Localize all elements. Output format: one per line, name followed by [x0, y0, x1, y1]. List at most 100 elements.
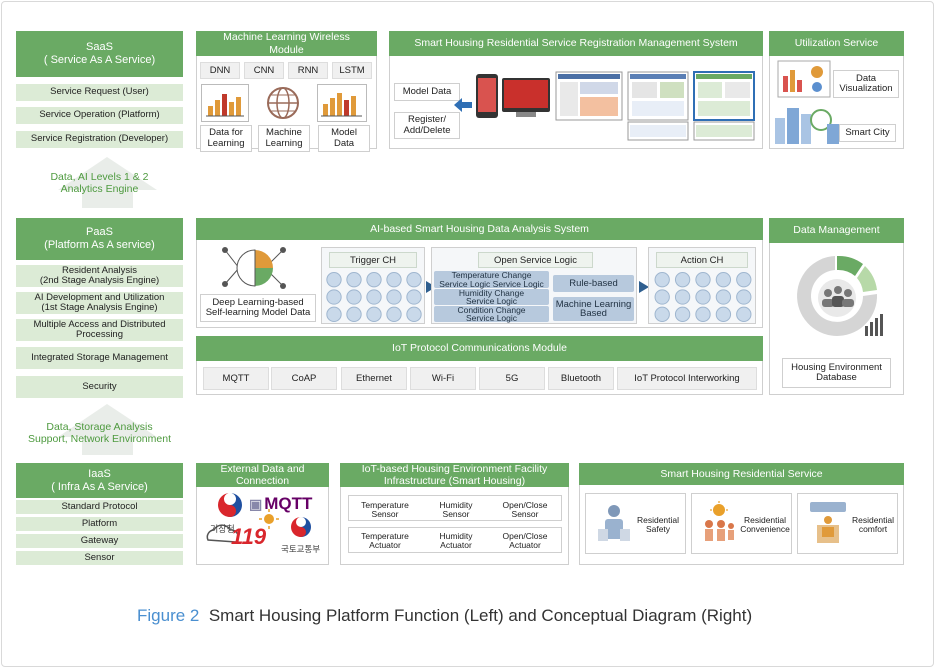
- up-arrow-icon: [58, 404, 157, 455]
- channel-icon: [406, 289, 422, 305]
- channel-icon: [386, 272, 402, 288]
- channel-icon: [715, 289, 732, 305]
- saas-item: Service Operation (Platform): [16, 107, 183, 124]
- model-data-label: Model Data: [394, 83, 460, 101]
- taegeuk-logo-icon: [216, 491, 244, 519]
- protocol-tag: Bluetooth: [548, 367, 614, 390]
- channel-icon: [715, 272, 732, 288]
- mqtt-logo: ▣MQTT: [249, 494, 313, 513]
- residential-card: [585, 493, 686, 554]
- channel-icon: [674, 272, 691, 288]
- protocol-tag: 5G: [479, 367, 545, 390]
- trigger-icons-grid: [326, 272, 422, 322]
- iaas-item: Sensor: [16, 551, 183, 565]
- saas-header: SaaS ( Service As A Service): [16, 31, 183, 77]
- paas-arrow-label: Data, Storage Analysis Support, Network …: [28, 421, 171, 446]
- channel-icon: [366, 289, 382, 305]
- residential-title: Smart Housing Residential Service: [579, 463, 904, 485]
- action-icons-grid: [654, 272, 752, 322]
- comfort-icon: [807, 500, 849, 546]
- channel-icon: [326, 306, 342, 322]
- channel-icon: [654, 272, 670, 288]
- paas-item: AI Development and Utilization(1st Stage…: [16, 292, 183, 314]
- channel-icon: [386, 306, 402, 322]
- iaas-title: IaaS: [88, 467, 111, 480]
- safety-icon: [596, 503, 632, 543]
- paas-item: Resident Analysis(2nd Stage Analysis Eng…: [16, 265, 183, 287]
- saas-item: Service Registration (Developer): [16, 131, 183, 148]
- bar-chart-icon: [201, 84, 249, 122]
- figure-number: Figure 2: [137, 606, 200, 625]
- saas-item: Service Request (User): [16, 84, 183, 101]
- figure-caption-text: Smart Housing Platform Function (Left) a…: [208, 606, 753, 625]
- protocol-tag: CoAP: [271, 367, 337, 390]
- iaas-item: Platform: [16, 517, 183, 531]
- database-ring-icon: [785, 250, 889, 342]
- trigger-label: Trigger CH: [329, 252, 417, 268]
- channel-icon: [366, 272, 382, 288]
- protocol-tag: Ethernet: [341, 367, 407, 390]
- channel-icon: [736, 306, 752, 322]
- kma-logo: [202, 520, 242, 550]
- data-mgmt-title: Data Management: [769, 218, 904, 243]
- pie-network-icon: [221, 244, 291, 292]
- sensor-row: [348, 495, 562, 521]
- saas-title: SaaS: [86, 41, 113, 54]
- analysis-title: AI-based Smart Housing Data Analysis Sys…: [196, 218, 763, 240]
- iaas-header: IaaS ( Infra As A Service): [16, 463, 183, 498]
- channel-icon: [715, 306, 732, 322]
- registration-title: Smart Housing Residential Service Regist…: [389, 31, 763, 56]
- channel-icon: [674, 306, 691, 322]
- channel-icon: [406, 306, 422, 322]
- channel-icon: [736, 289, 752, 305]
- channel-icon: [654, 289, 670, 305]
- rule-based-box: Rule-based: [553, 275, 634, 292]
- channel-icon: [736, 272, 752, 288]
- actuator-row: [348, 527, 562, 553]
- paas-header: PaaS (Platform As A service): [16, 218, 183, 260]
- protocol-tag: MQTT: [203, 367, 269, 390]
- convenience-icon: [699, 500, 739, 546]
- channel-icon: [386, 289, 402, 305]
- channel-icon: [674, 289, 691, 305]
- smart-city-label: Smart City: [839, 124, 896, 142]
- saas-arrow-label: Data, AI Levels 1 & 2 Analytics Engine: [50, 171, 149, 196]
- up-arrow-icon: [58, 157, 157, 208]
- channel-icon: [346, 289, 362, 305]
- kma-label: 기상청: [210, 524, 235, 534]
- devices-screenshot-icon: [472, 64, 758, 144]
- iot-title: IoT Protocol Communications Module: [196, 336, 763, 361]
- action-label: Action CH: [656, 252, 748, 268]
- molit-label: 국토교통부: [281, 544, 321, 554]
- channel-icon: [654, 306, 670, 322]
- open-logic-label: Open Service Logic: [478, 252, 593, 268]
- register-label: Register/Add/Delete: [394, 112, 460, 139]
- arrow-right-icon: [639, 281, 649, 293]
- channel-icon: [695, 289, 711, 305]
- fire-119-logo: 119: [231, 524, 267, 549]
- paas-item: Security: [16, 376, 183, 398]
- algo-tag: CNN: [244, 62, 284, 79]
- channel-icon: [695, 306, 711, 322]
- figure-caption: Figure 2 Smart Housing Platform Function…: [137, 606, 752, 626]
